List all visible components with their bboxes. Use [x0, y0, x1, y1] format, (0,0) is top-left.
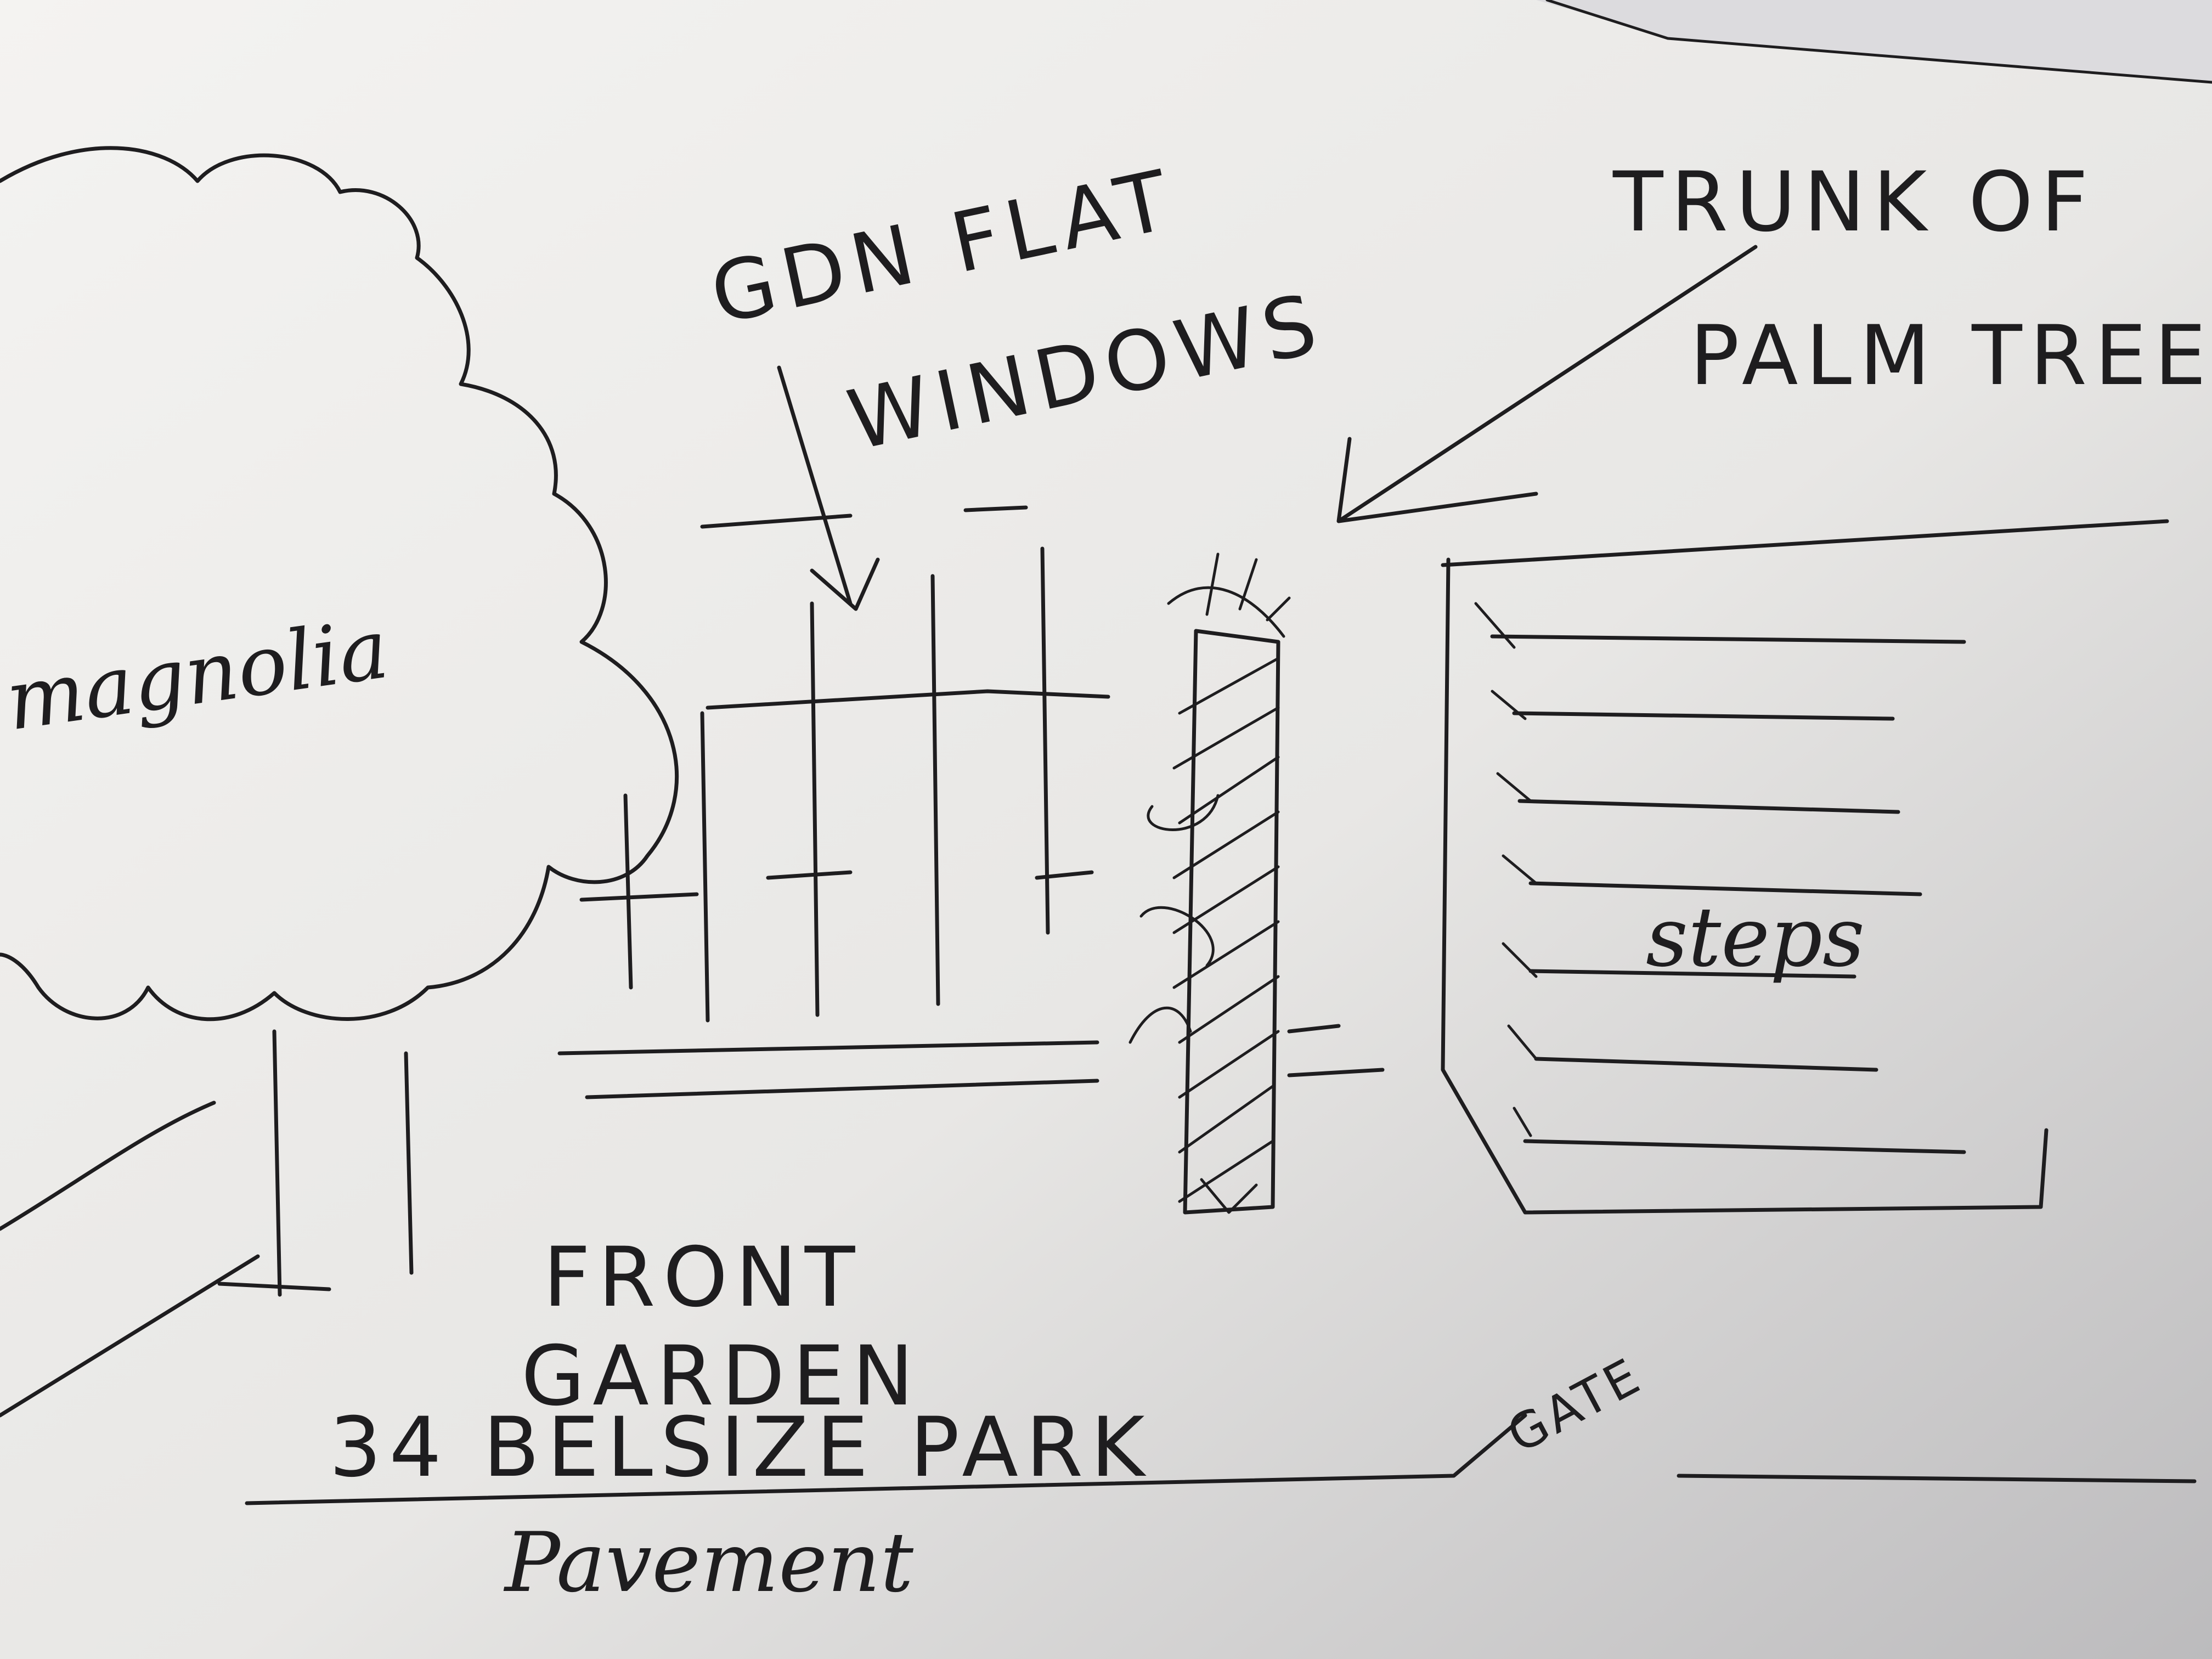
- magnolia-base: [217, 1282, 331, 1291]
- trunk-arrow: [1336, 245, 1758, 523]
- trunk-label-line1: TRUNK OF: [1612, 155, 2096, 250]
- magnolia-trunk-right: [404, 1051, 414, 1275]
- palm-trunk: [1128, 552, 1291, 1215]
- windows-arrow: [777, 365, 880, 611]
- pavement-edge: [245, 1413, 1527, 1505]
- paper-edge-line: [1545, 0, 2212, 84]
- pavement-edge-right: [1677, 1474, 2197, 1483]
- magnolia-trunk-left: [272, 1029, 282, 1297]
- steps: [1441, 519, 2169, 1215]
- magnolia-canopy: [0, 146, 679, 1022]
- pavement-label: Pavement: [503, 1515, 914, 1611]
- steps-label: steps: [1646, 890, 1865, 985]
- front-garden-label-line2: GARDEN: [521, 1329, 922, 1424]
- garden-flat-windows: [557, 505, 1110, 1099]
- magnolia-path-edge: [0, 1254, 260, 1418]
- paper-edge: [1536, 0, 2212, 82]
- trunk-label-line2: PALM TREE: [1690, 308, 2212, 404]
- front-garden-label-line1: FRONT: [543, 1230, 862, 1325]
- address-label: 34 BELSIZE PARK: [329, 1400, 1153, 1496]
- path-line: [1287, 1024, 1385, 1077]
- magnolia-branch: [0, 1101, 216, 1231]
